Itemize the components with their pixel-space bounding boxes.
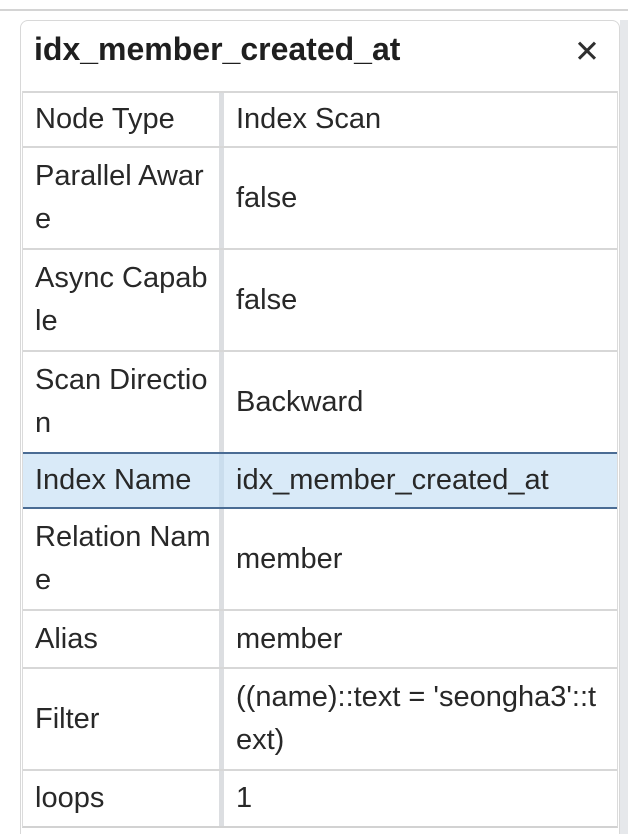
scrollbar[interactable] xyxy=(620,20,628,834)
dialog-title: idx_member_created_at xyxy=(34,31,401,67)
table-row[interactable]: Node Type Index Scan xyxy=(23,91,617,146)
row-value: Backward xyxy=(224,352,617,452)
row-value: false xyxy=(224,148,617,248)
row-label: Index Name xyxy=(23,454,219,507)
table-row-highlighted[interactable]: Index Name idx_member_created_at xyxy=(23,452,617,509)
row-label: loops xyxy=(23,771,219,826)
row-label: Scan Direction xyxy=(23,352,219,452)
table-row[interactable]: Scan Direction Backward xyxy=(23,350,617,452)
table-row[interactable]: Relation Name member xyxy=(23,509,617,609)
row-label: Node Type xyxy=(23,93,219,146)
table-row[interactable]: loops 1 xyxy=(23,769,617,826)
row-label: Relation Name xyxy=(23,509,219,609)
row-value: 1 xyxy=(224,771,617,826)
row-label: Alias xyxy=(23,611,219,667)
row-label: Parallel Aware xyxy=(23,148,219,248)
row-value: ((name)::text = 'seongha3'::text) xyxy=(224,669,617,769)
row-value: member xyxy=(224,509,617,609)
row-value: false xyxy=(224,250,617,350)
table-row[interactable]: Filter ((name)::text = 'seongha3'::text) xyxy=(23,667,617,769)
row-value: member xyxy=(224,611,617,667)
table-row[interactable]: Async Capable false xyxy=(23,248,617,350)
top-divider-line xyxy=(0,9,628,11)
close-button[interactable]: ✕ xyxy=(561,26,613,78)
table-row[interactable]: Alias member xyxy=(23,609,617,667)
properties-table: Node Type Index Scan Parallel Aware fals… xyxy=(22,91,618,828)
dialog-header: idx_member_created_at ✕ xyxy=(21,21,619,91)
close-icon: ✕ xyxy=(574,34,600,69)
row-label: Filter xyxy=(23,669,219,769)
row-value: idx_member_created_at xyxy=(224,454,617,507)
row-value: Index Scan xyxy=(224,93,617,146)
plan-node-detail-dialog: idx_member_created_at ✕ Node Type Index … xyxy=(20,20,620,834)
row-label: Async Capable xyxy=(23,250,219,350)
table-row[interactable]: Parallel Aware false xyxy=(23,146,617,248)
